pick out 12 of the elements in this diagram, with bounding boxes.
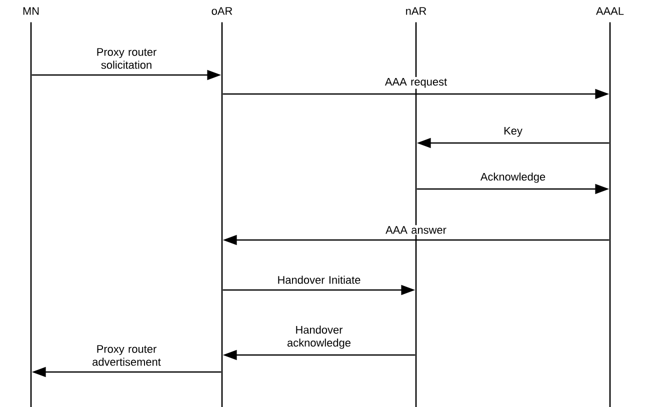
lifeline-label: MN [23, 7, 39, 15]
lifeline-label: nAR [406, 7, 426, 15]
edge-label: Key [504, 127, 522, 137]
edge-label: Proxy router advertisement [92, 345, 161, 366]
edge-label: Acknowledge [480, 172, 546, 183]
edge-label: Proxy router solicitation [97, 48, 156, 69]
edge-label: AAA answer [386, 226, 446, 234]
edge-label: Handover acknowledge [288, 326, 350, 349]
edge-label: Handover Initiate [278, 276, 360, 284]
edge-label: AAA request [384, 78, 447, 88]
lifeline-label: AAAL [596, 7, 624, 15]
lifeline-label: oAR [212, 7, 232, 15]
